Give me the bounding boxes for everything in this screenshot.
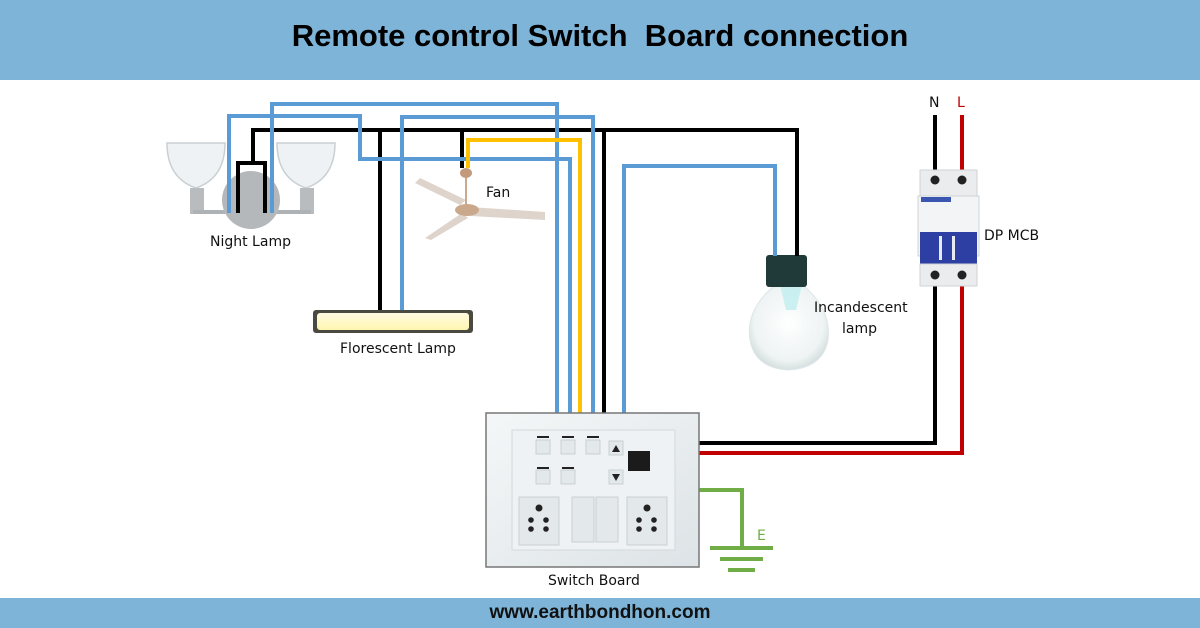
switch-board-label: Switch Board (548, 573, 640, 589)
incandescent-label-line2: lamp (842, 321, 877, 337)
ceiling-fan (415, 168, 545, 240)
incandescent-label-line1: Incandescent (814, 300, 908, 316)
switch-board (485, 412, 700, 568)
dp-mcb (917, 169, 980, 287)
fan-regulator-wire (466, 138, 582, 413)
night-lamp-label: Night Lamp (210, 234, 291, 250)
neutral-wire-lamp-loop (236, 161, 267, 213)
switched-wire-fluorescent (400, 115, 595, 413)
earth-wire (699, 488, 744, 548)
fan-label: Fan (486, 185, 510, 201)
incandescent-bulb (748, 255, 829, 371)
website-link[interactable]: www.earthbondhon.com (489, 602, 711, 623)
page-title: Remote control Switch Board connection (291, 18, 909, 53)
switched-wire-bulb (622, 164, 777, 413)
neutral-label: N (929, 95, 939, 111)
live-label: L (957, 95, 965, 111)
footer-banner: www.earthbondhon.com (0, 598, 1200, 628)
title-banner: Remote control Switch Board connection (0, 0, 1200, 80)
neutral-wire-main (251, 128, 799, 256)
fluorescent-lamp-label: Florescent Lamp (340, 341, 456, 357)
fluorescent-lamp (313, 310, 473, 333)
earth-label: E (757, 528, 766, 544)
mcb-label: DP MCB (984, 228, 1039, 244)
switched-wire-night-lamp-b (227, 114, 572, 413)
switched-wire-night-lamp-a (270, 102, 559, 413)
